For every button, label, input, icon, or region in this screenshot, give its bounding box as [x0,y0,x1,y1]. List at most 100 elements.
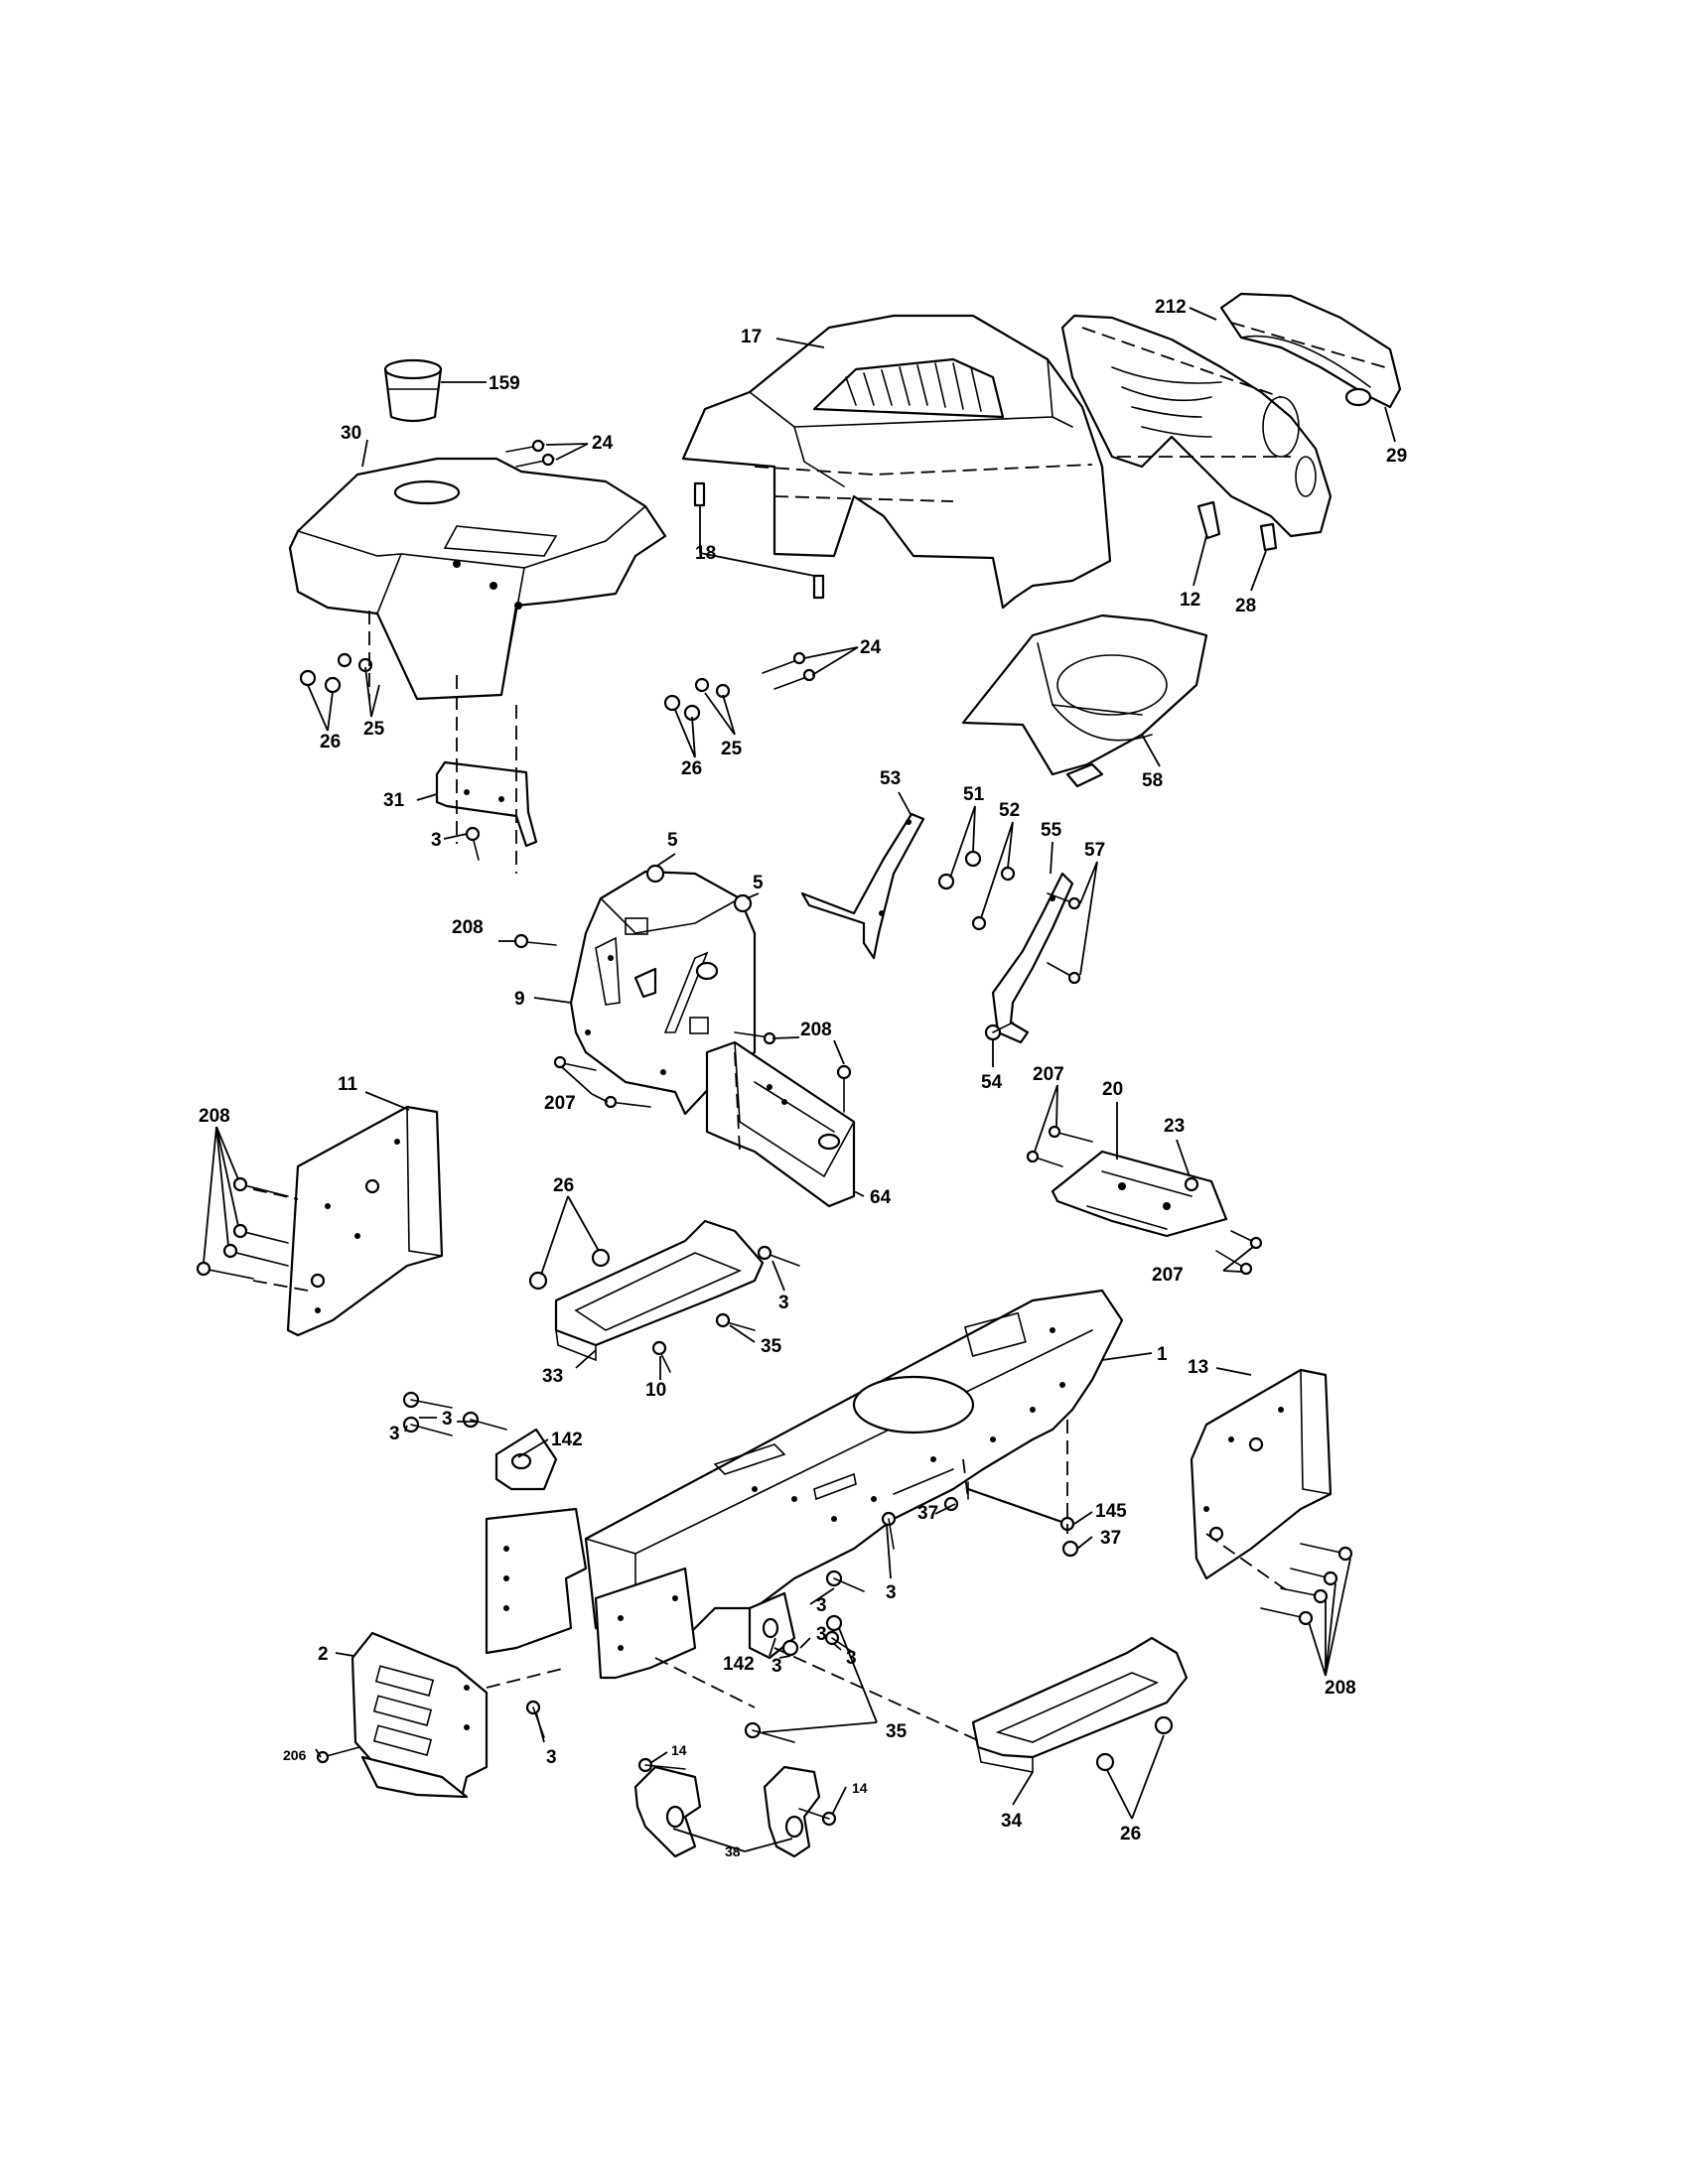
callout-2: 2 [318,1644,329,1665]
part-frame-front-plate [485,1507,588,1655]
callout-13: 13 [1188,1357,1208,1378]
callout-34: 34 [1001,1811,1023,1832]
callout-52: 52 [999,800,1020,821]
callout-11: 11 [338,1074,358,1095]
part-31-bracket [435,760,538,848]
callout-25-right: 25 [721,739,743,759]
callout-58: 58 [1142,770,1163,791]
callout-17: 17 [741,327,762,347]
part-28-clip [1259,522,1278,552]
callout-208-b: 208 [800,1020,832,1040]
part-212-grille [1060,314,1333,538]
callout-3-h: 3 [846,1648,857,1669]
part-33-footrest [554,1219,765,1362]
callout-38: 38 [725,1843,741,1859]
callout-3-d: 3 [389,1424,400,1444]
callout-3-f: 3 [816,1595,827,1616]
callout-29: 29 [1386,446,1407,467]
callout-26-left: 26 [320,732,341,752]
callout-9: 9 [514,989,525,1010]
part-206-bolt [316,1746,360,1764]
callout-212: 212 [1155,297,1187,318]
callout-206: 206 [283,1747,307,1763]
part-64-support [705,1040,856,1208]
callout-31: 31 [383,790,405,811]
part-23-nut [1184,1176,1199,1192]
callout-35-b: 35 [886,1721,908,1742]
callout-26-footrest: 26 [553,1175,574,1196]
callout-142-a: 142 [551,1430,583,1450]
part-51-52-hardware [937,850,1016,931]
callout-28: 28 [1235,596,1256,616]
callout-145: 145 [1095,1501,1127,1522]
callout-10: 10 [645,1380,666,1401]
callout-159: 159 [489,373,520,394]
callout-142-b: 142 [723,1654,755,1675]
part-142-bracket-upper [494,1428,558,1491]
part-13-side-plate [1190,1368,1333,1580]
part-37-nuts [943,1496,1079,1558]
part-55-bracket [991,872,1074,1044]
part-58-panel [961,614,1208,788]
callout-55: 55 [1041,820,1062,841]
part-142-bracket-lower [748,1591,796,1660]
callout-33: 33 [542,1366,563,1387]
callout-3-a: 3 [431,830,442,851]
callout-26-lower: 26 [1120,1824,1141,1844]
callout-1: 1 [1157,1344,1168,1365]
callout-37-a: 37 [917,1503,938,1524]
callout-3-g: 3 [816,1624,827,1645]
callout-35-a: 35 [761,1336,782,1357]
callout-26-right: 26 [681,758,702,779]
part-35-bolt-footrest [715,1312,756,1331]
callout-5-b: 5 [753,873,764,893]
callout-30: 30 [341,423,361,444]
callout-23: 23 [1164,1116,1185,1137]
part-26-nuts-right [1095,1715,1174,1772]
callout-57: 57 [1084,840,1105,861]
callout-207-c: 207 [1152,1265,1184,1286]
part-53-bracket [800,812,925,960]
callout-3-i: 3 [772,1656,782,1677]
callout-208-c: 208 [199,1106,230,1127]
part-145-rod [966,1481,1075,1532]
callout-18: 18 [695,543,716,564]
callout-20: 20 [1102,1079,1123,1100]
callout-53: 53 [880,768,901,789]
callout-51: 51 [963,784,985,805]
callout-3-c: 3 [442,1409,453,1430]
callout-24-lower: 24 [860,637,882,658]
part-3-bolt-footrest [757,1245,800,1267]
part-26-nuts-footrest [528,1248,611,1291]
part-159-cup [383,358,443,423]
part-frame-mid-plate [594,1567,697,1680]
callout-208-a: 208 [452,917,484,938]
part-5-nuts [645,864,753,913]
callout-24-upper: 24 [592,433,614,454]
callout-5-a: 5 [667,830,678,851]
callout-64: 64 [870,1187,892,1208]
part-12-clip [1196,500,1221,540]
callout-208-d: 208 [1325,1678,1356,1699]
part-10-bolt [651,1340,671,1373]
callout-14-b: 14 [852,1780,868,1796]
part-18-tabs [693,481,825,600]
part-3-bolt-a [465,826,481,861]
part-20-plate [1051,1150,1228,1238]
part-38-bracket-left [633,1765,702,1858]
part-207-bolts-plate [1026,1125,1263,1276]
callout-14-a: 14 [671,1742,687,1758]
part-35-bolts-lower [744,1614,843,1743]
callout-12: 12 [1180,590,1200,611]
callout-37-b: 37 [1100,1528,1121,1549]
callout-54: 54 [981,1072,1003,1093]
part-17-hood [681,314,1112,610]
part-3-bolts-frame [402,1391,897,1738]
part-57-bolts [1047,892,1081,985]
callout-labels: 159 30 24 17 212 29 18 12 28 24 25 26 26… [199,297,1407,1859]
part-38-bracket-right [763,1765,821,1858]
part-25-26-hardware-left [299,652,373,694]
callout-3-j: 3 [546,1747,557,1768]
part-2-front-bracket [351,1631,489,1799]
